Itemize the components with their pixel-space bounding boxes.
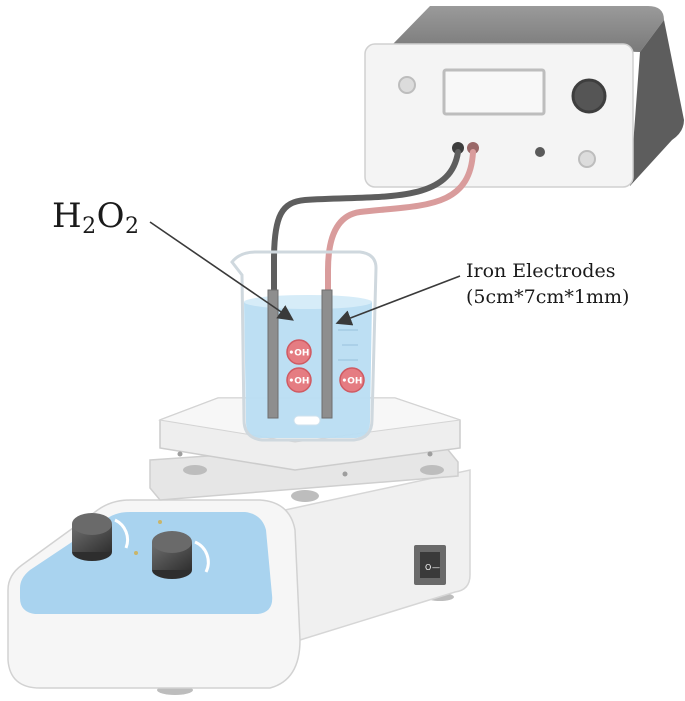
svg-text:•OH: •OH: [289, 377, 310, 387]
iron-electrodes-label: Iron Electrodes (5cm*7cm*1mm): [466, 258, 629, 310]
oh-radical: •OH: [340, 368, 364, 392]
indicator-light: [399, 77, 415, 93]
plate-screw: [343, 472, 348, 477]
h2o2-h: H: [52, 196, 82, 236]
power-supply-round-button[interactable]: [579, 151, 595, 167]
magnetic-stirrer: O —: [8, 398, 470, 695]
plate-screw: [178, 452, 183, 457]
indicator-dot: [134, 551, 138, 555]
beaker: •OH •OH •OH: [232, 252, 376, 440]
oh-radical: •OH: [287, 368, 311, 392]
switch-off-label: —: [432, 563, 440, 572]
plate-foot: [291, 490, 319, 502]
control-panel: [20, 512, 272, 614]
solution-surface: [244, 295, 372, 309]
iron-electrodes-title: Iron Electrodes: [466, 258, 629, 284]
power-supply: [365, 6, 684, 187]
oh-radical: •OH: [287, 340, 311, 364]
svg-text:•OH: •OH: [342, 377, 363, 387]
indicator-dot: [158, 520, 162, 524]
h2o2-label: H2O2: [52, 196, 140, 239]
power-supply-display: [444, 70, 544, 114]
power-supply-dial[interactable]: [573, 80, 605, 112]
h2o2-sub2: 2: [125, 214, 140, 239]
electrode-right: [322, 290, 332, 418]
plate-foot: [420, 465, 444, 475]
iron-electrodes-dimensions: (5cm*7cm*1mm): [466, 284, 629, 310]
plate-screw: [428, 452, 433, 457]
power-supply-small-button[interactable]: [535, 147, 545, 157]
switch-on-label: O: [425, 563, 431, 572]
h2o2-pointer-arrow: [150, 222, 290, 318]
h2o2-o: O: [97, 196, 125, 236]
stir-bar: [294, 416, 320, 425]
plate-foot: [183, 465, 207, 475]
h2o2-sub1: 2: [82, 214, 97, 239]
svg-text:•OH: •OH: [289, 349, 310, 359]
power-switch[interactable]: O —: [414, 545, 446, 585]
